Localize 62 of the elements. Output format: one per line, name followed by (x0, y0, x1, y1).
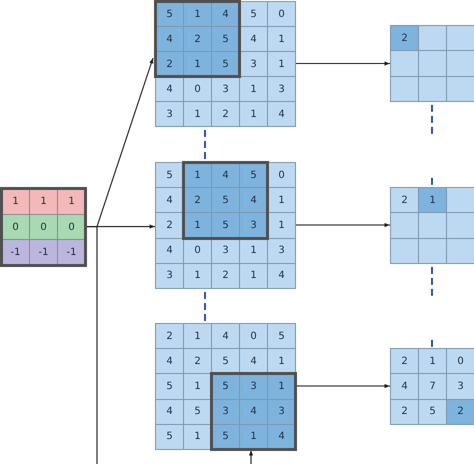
matrix-cell: 1 (239, 262, 268, 289)
matrix-cell: 2 (211, 262, 240, 289)
matrix-cell: 3 (267, 398, 296, 425)
matrix-cell: 4 (155, 238, 184, 264)
matrix-cell: 4 (239, 187, 268, 214)
matrix-cell: 3 (267, 238, 296, 264)
matrix-cell: 5 (155, 162, 184, 188)
matrix-cell: 4 (267, 101, 296, 127)
matrix-cell: 2 (390, 398, 419, 425)
matrix-cell: 1 (239, 76, 268, 102)
matrix-cell: 1 (183, 323, 212, 350)
matrix-cell: 5 (418, 398, 447, 425)
matrix-cell: 1 (183, 101, 212, 127)
arrow (295, 222, 390, 228)
matrix-cell: 1 (267, 348, 296, 374)
matrix-cell: 5 (155, 424, 184, 450)
matrix-cell: 1 (239, 101, 268, 127)
matrix-cell: 1 (267, 26, 296, 52)
matrix-cell: 0 (267, 162, 296, 188)
matrix-cell: 7 (418, 373, 447, 400)
matrix-cell: 4 (155, 348, 184, 374)
matrix-grid (390, 187, 474, 263)
matrix-cell: 5 (211, 187, 240, 214)
matrix-cell: 1 (418, 187, 447, 214)
matrix-cell: 2 (390, 25, 419, 52)
matrix-cell: 4 (390, 373, 419, 400)
matrix-cell: 1 (267, 51, 296, 77)
matrix-cell: 5 (267, 323, 296, 350)
matrix-grid (390, 25, 474, 101)
matrix-cell: 5 (211, 26, 240, 52)
matrix-grid (155, 1, 295, 126)
arrow (295, 384, 390, 388)
matrix-cell: 3 (155, 101, 184, 127)
matrix-cell: 2 (211, 101, 240, 127)
matrix-grid (390, 348, 474, 424)
matrix-cell: 4 (211, 323, 240, 350)
matrix-cell: 2 (183, 348, 212, 374)
matrix-cell: 4 (155, 398, 184, 425)
matrix-cell: 0 (446, 348, 474, 374)
matrix-cell: 1 (183, 424, 212, 450)
matrix-cell: 5 (183, 398, 212, 425)
matrix-cell: 4 (155, 187, 184, 214)
matrix-cell: 0 (239, 323, 268, 350)
matrix-cell: 3 (446, 373, 474, 400)
matrix-cell: 1 (267, 187, 296, 214)
arrow (295, 61, 390, 66)
matrix-cell: 0 (267, 1, 296, 27)
matrix-cell: 1 (183, 262, 212, 289)
matrix-grid (155, 162, 295, 288)
arrow (85, 226, 254, 464)
matrix-cell: 4 (239, 398, 268, 425)
matrix-cell: 4 (267, 262, 296, 289)
matrix-cell: 2 (390, 187, 419, 214)
matrix-grid (155, 323, 295, 449)
matrix-cell: 2 (155, 323, 184, 350)
matrix-cell: 2 (446, 398, 474, 425)
matrix-cell: 2 (183, 26, 212, 52)
matrix-cell: 3 (155, 262, 184, 289)
matrix-cell: 2 (390, 348, 419, 374)
matrix-cell: 1 (418, 348, 447, 374)
matrix-cell: 5 (155, 373, 184, 400)
matrix-cell: 3 (267, 76, 296, 102)
